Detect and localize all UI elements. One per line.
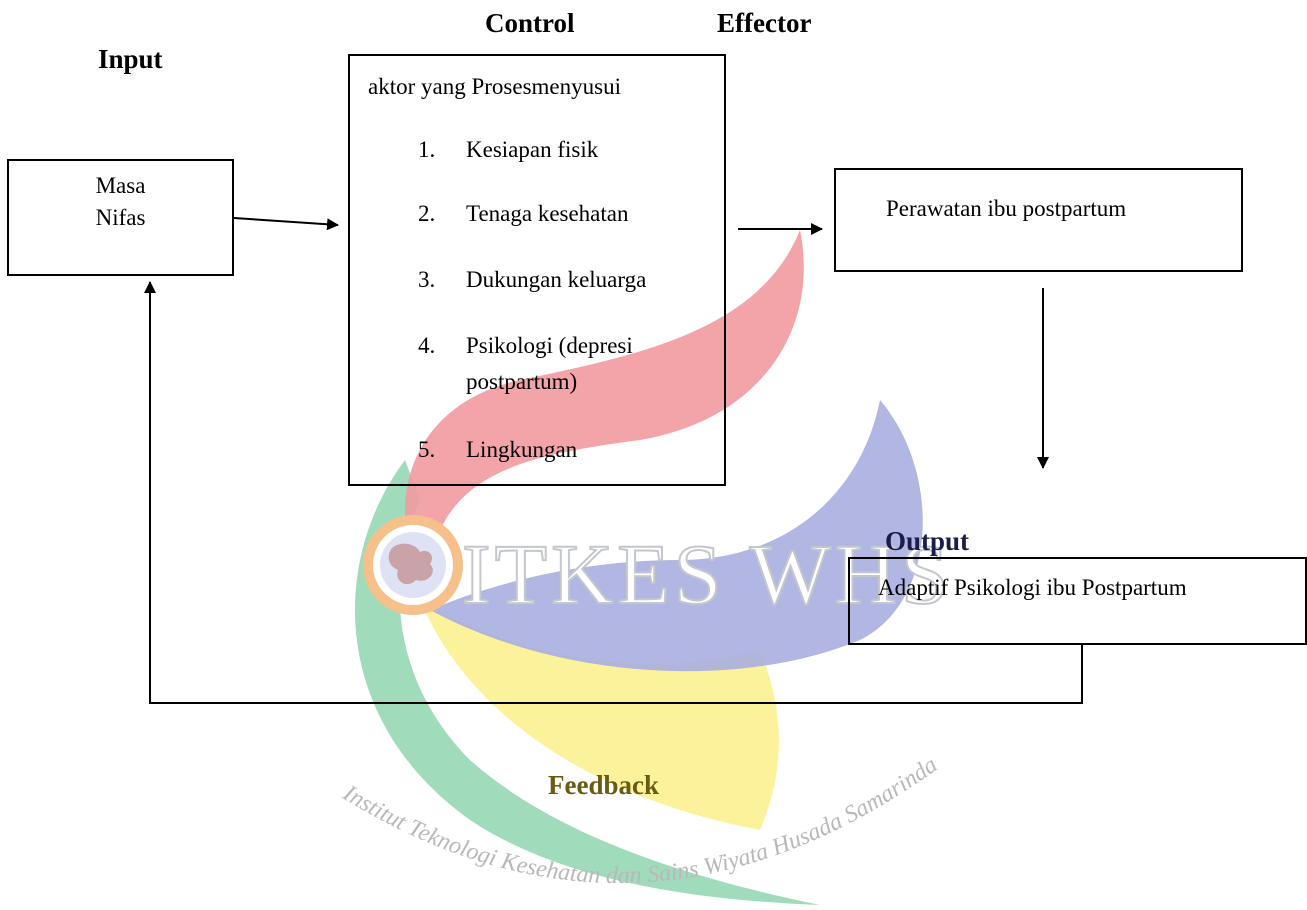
list-item-text: Lingkungan — [466, 437, 578, 462]
watermark-red-swoosh — [404, 230, 804, 560]
list-item-number: 1. — [418, 137, 436, 162]
input-box-line2: Nifas — [95, 205, 146, 230]
list-item-number: 2. — [418, 201, 436, 226]
output-label: Output — [885, 526, 970, 556]
control-label: Control — [485, 8, 575, 38]
list-item: 1. Kesiapan fisik — [418, 132, 718, 168]
list-item: 2. Tenaga kesehatan — [418, 196, 718, 232]
effector-box-text: Perawatan ibu postpartum — [886, 196, 1127, 221]
watermark-green-swoosh — [355, 460, 820, 905]
list-item-text: Kesiapan fisik — [466, 137, 599, 162]
input-box: Masa Nifas — [7, 159, 234, 276]
input-box-line1: Masa — [95, 173, 146, 198]
output-box: Adaptif Psikologi ibu Postpartum — [848, 557, 1307, 645]
list-item: 4. Psikologi (depresi postpartum) — [418, 328, 718, 408]
watermark-globe-land — [388, 543, 433, 585]
list-item-text: Tenaga kesehatan — [466, 201, 629, 226]
output-box-text: Adaptif Psikologi ibu Postpartum — [878, 575, 1187, 600]
control-box-heading: aktor yang Prosesmenyusui — [368, 74, 621, 99]
list-item-text: Dukungan keluarga — [466, 267, 647, 292]
watermark-title: ITKES WHS — [462, 526, 953, 622]
effector-label: Effector — [717, 8, 812, 38]
watermark-blue-swoosh — [430, 400, 923, 672]
arrow-input-to-control — [233, 217, 339, 231]
list-item-number: 5. — [418, 437, 436, 462]
list-item: 5. Lingkungan — [418, 432, 718, 468]
list-item-number: 3. — [418, 267, 436, 292]
list-item-number: 4. — [418, 333, 436, 358]
effector-box: Perawatan ibu postpartum — [834, 168, 1243, 272]
watermark-yellow-swoosh — [420, 600, 779, 830]
list-item-text: Psikologi (depresi — [466, 333, 633, 358]
list-item-text-cont: postpartum) — [466, 369, 578, 394]
list-item: 3. Dukungan keluarga — [418, 262, 718, 298]
feedback-label: Feedback — [548, 770, 659, 800]
control-box: aktor yang Prosesmenyusui 1. Kesiapan fi… — [348, 54, 726, 486]
feedback-line — [149, 284, 1083, 704]
input-label: Input — [98, 44, 163, 74]
